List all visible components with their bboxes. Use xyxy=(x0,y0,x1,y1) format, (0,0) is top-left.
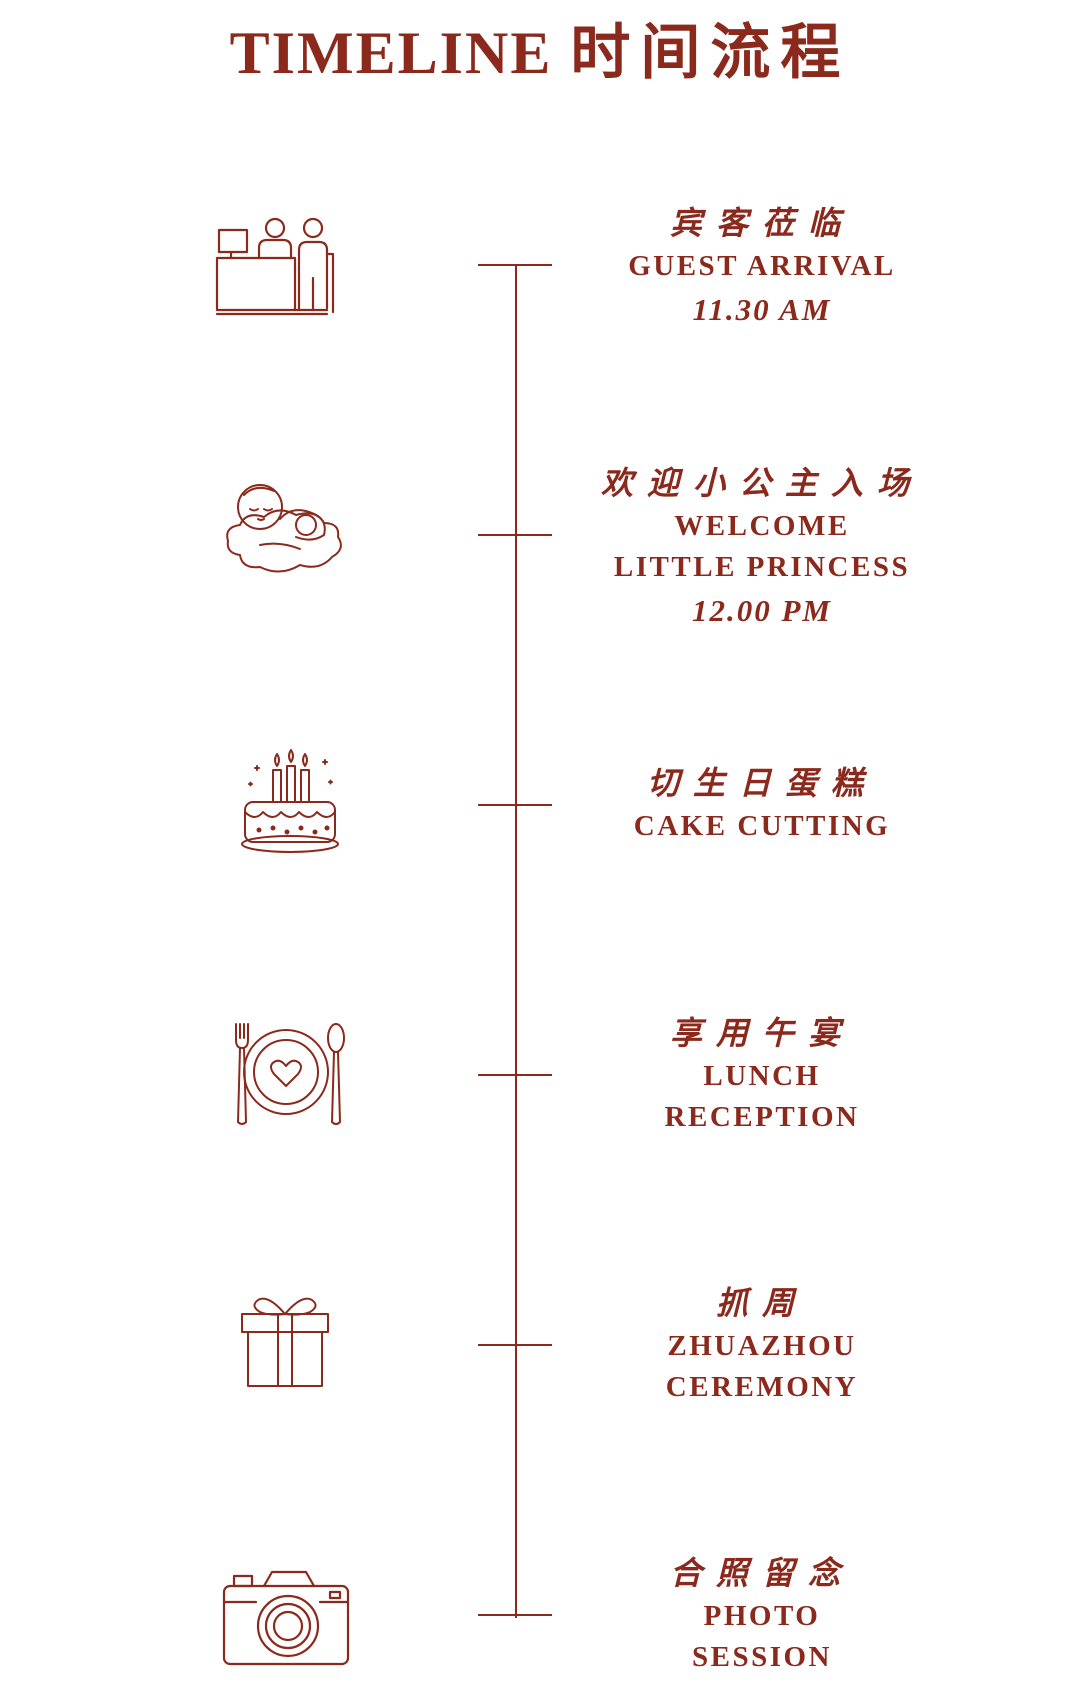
event-title-en: RECEPTION xyxy=(664,1101,860,1133)
timeline-spine xyxy=(515,264,517,1618)
event-title-cn: 欢迎小公主入场 xyxy=(600,465,923,501)
event-guest-arrival: 宾客莅临 GUEST ARRIVAL 11.30 AM xyxy=(570,200,954,333)
event-title-cn: 合照留念 xyxy=(669,1555,854,1591)
event-title-en: GUEST ARRIVAL xyxy=(628,250,896,282)
event-title-en: WELCOME xyxy=(674,510,850,542)
event-title-cn: 享用午宴 xyxy=(669,1015,854,1051)
title-cn: 时间流程 xyxy=(570,20,851,86)
birthday-cake-icon xyxy=(235,748,345,858)
plate-cutlery-icon xyxy=(230,1020,350,1130)
timeline-tick xyxy=(478,1614,552,1616)
event-cake-cutting: 切生日蛋糕 CAKE CUTTING xyxy=(570,760,954,847)
event-time: 12.00 PM xyxy=(692,593,832,628)
camera-icon xyxy=(222,1568,352,1668)
event-title-en: LITTLE PRINCESS xyxy=(613,551,911,583)
event-lunch-reception: 享用午宴 LUNCH RECEPTION xyxy=(570,1010,954,1138)
event-title-en: SESSION xyxy=(691,1641,832,1673)
event-title-cn: 抓周 xyxy=(715,1285,808,1321)
event-photo-session: 合照留念 PHOTO SESSION xyxy=(570,1550,954,1678)
gift-box-icon xyxy=(238,1290,338,1390)
timeline-tick xyxy=(478,534,552,536)
timeline-tick xyxy=(478,264,552,266)
timeline-tick xyxy=(478,1344,552,1346)
timeline-tick xyxy=(478,1074,552,1076)
event-time: 11.30 AM xyxy=(692,292,832,327)
event-title-en: ZHUAZHOU xyxy=(667,1330,857,1362)
title-en: TIMELINE xyxy=(229,20,553,86)
event-zhuazhou-ceremony: 抓周 ZHUAZHOU CEREMONY xyxy=(570,1280,954,1408)
timeline-tick xyxy=(478,804,552,806)
event-title-en: CEREMONY xyxy=(665,1371,859,1403)
event-title-en: PHOTO xyxy=(703,1600,821,1632)
page-title: TIMELINE 时间流程 xyxy=(0,18,1080,88)
event-title-cn: 宾客莅临 xyxy=(669,205,854,241)
event-title-cn: 切生日蛋糕 xyxy=(646,765,877,801)
event-title-en: LUNCH xyxy=(703,1060,821,1092)
event-title-en: CAKE CUTTING xyxy=(633,810,891,842)
sleeping-baby-cloud-icon xyxy=(220,475,360,585)
event-welcome-princess: 欢迎小公主入场 WELCOME LITTLE PRINCESS 12.00 PM xyxy=(570,460,954,634)
reception-desk-icon xyxy=(215,208,355,318)
